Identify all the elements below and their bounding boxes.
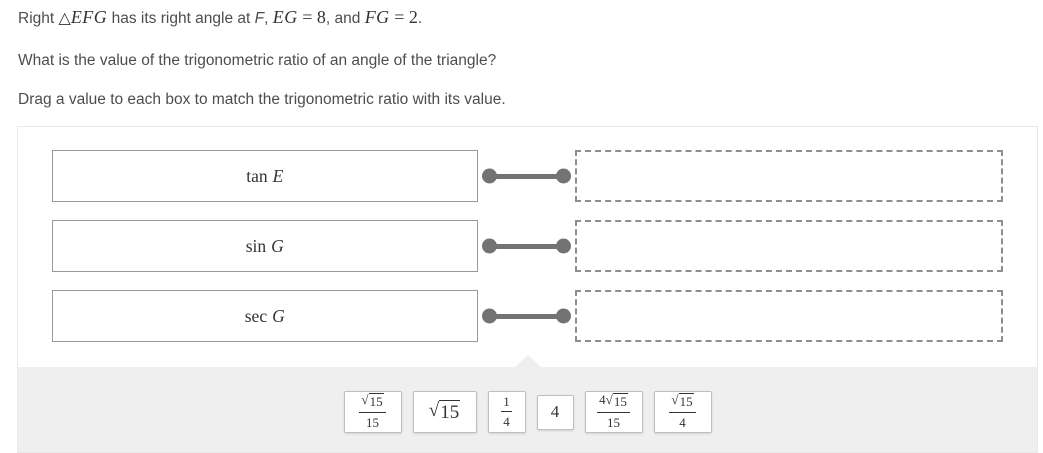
chip-4sqrt15-over-15[interactable]: 4√15 15 [584,391,643,433]
math-var-f: F [254,10,265,27]
text-part: , [264,10,273,27]
radical-symbol: √ [361,391,369,407]
chip-sqrt15-over-4[interactable]: √15 4 [653,391,712,433]
tray-notch-icon [514,355,541,367]
connector-sec-g [478,290,575,342]
text-part: , and [325,10,365,27]
match-row-tan-e: tan E [52,150,1003,202]
chip-4[interactable]: 4 [536,394,574,430]
connector-line [490,243,563,249]
ratio-label-box-tan-e: tan E [52,150,478,202]
trig-function-label: sin [245,235,267,256]
math-num-2: 2 [408,7,418,27]
connector-sin-g [478,220,575,272]
chip-row: √15 15 √15 1 4 [18,391,1037,433]
trig-variable-label: G [271,235,285,256]
value-tray: √15 15 √15 1 4 [18,355,1037,452]
fraction-bar [501,411,512,412]
ratio-label-box-sec-g: sec G [52,290,478,342]
connector-line [490,173,563,179]
radical-symbol: √ [428,399,440,421]
equals-sign: = [389,7,409,27]
radical-symbol: √ [605,392,613,408]
math-var-efg: EFG [70,7,108,27]
drop-target-sin-g[interactable] [575,220,1003,272]
fraction-bar [669,411,696,413]
drag-instruction: Drag a value to each box to match the tr… [18,91,506,108]
question-line-1: Right △EFG has its right angle at F, EG … [18,7,422,28]
match-rows: tan E sin G sec [52,150,1003,360]
matching-panel: tan E sin G sec [17,126,1038,453]
equals-sign: = [297,7,317,27]
match-row-sec-g: sec G [52,290,1003,342]
triangle-symbol: △ [58,8,71,27]
connector-line [490,313,563,319]
text-part: Right [18,10,59,27]
drop-target-sec-g[interactable] [575,290,1003,342]
chip-1-over-4[interactable]: 1 4 [487,391,526,433]
text-part: . [417,10,423,27]
trig-function-label: sec [244,305,268,326]
match-row-sin-g: sin G [52,220,1003,272]
fraction-bar [597,412,630,414]
trig-variable-label: G [272,305,286,326]
ratio-label-box-sin-g: sin G [52,220,478,272]
text-part: has its right angle at [107,10,255,27]
radical-symbol: √ [671,391,679,407]
chip-sqrt15-over-15[interactable]: √15 15 [343,391,402,433]
question-line-2: What is the value of the trigonometric r… [18,52,497,69]
chip-sqrt15[interactable]: √15 [412,391,477,433]
fraction-bar [359,411,386,413]
trig-function-label: tan [246,165,268,186]
connector-tan-e [478,150,575,202]
math-num-8: 8 [316,7,326,27]
trig-variable-label: E [272,165,284,186]
math-var-eg: EG [272,7,298,27]
drop-target-tan-e[interactable] [575,150,1003,202]
math-var-fg: FG [364,7,390,27]
